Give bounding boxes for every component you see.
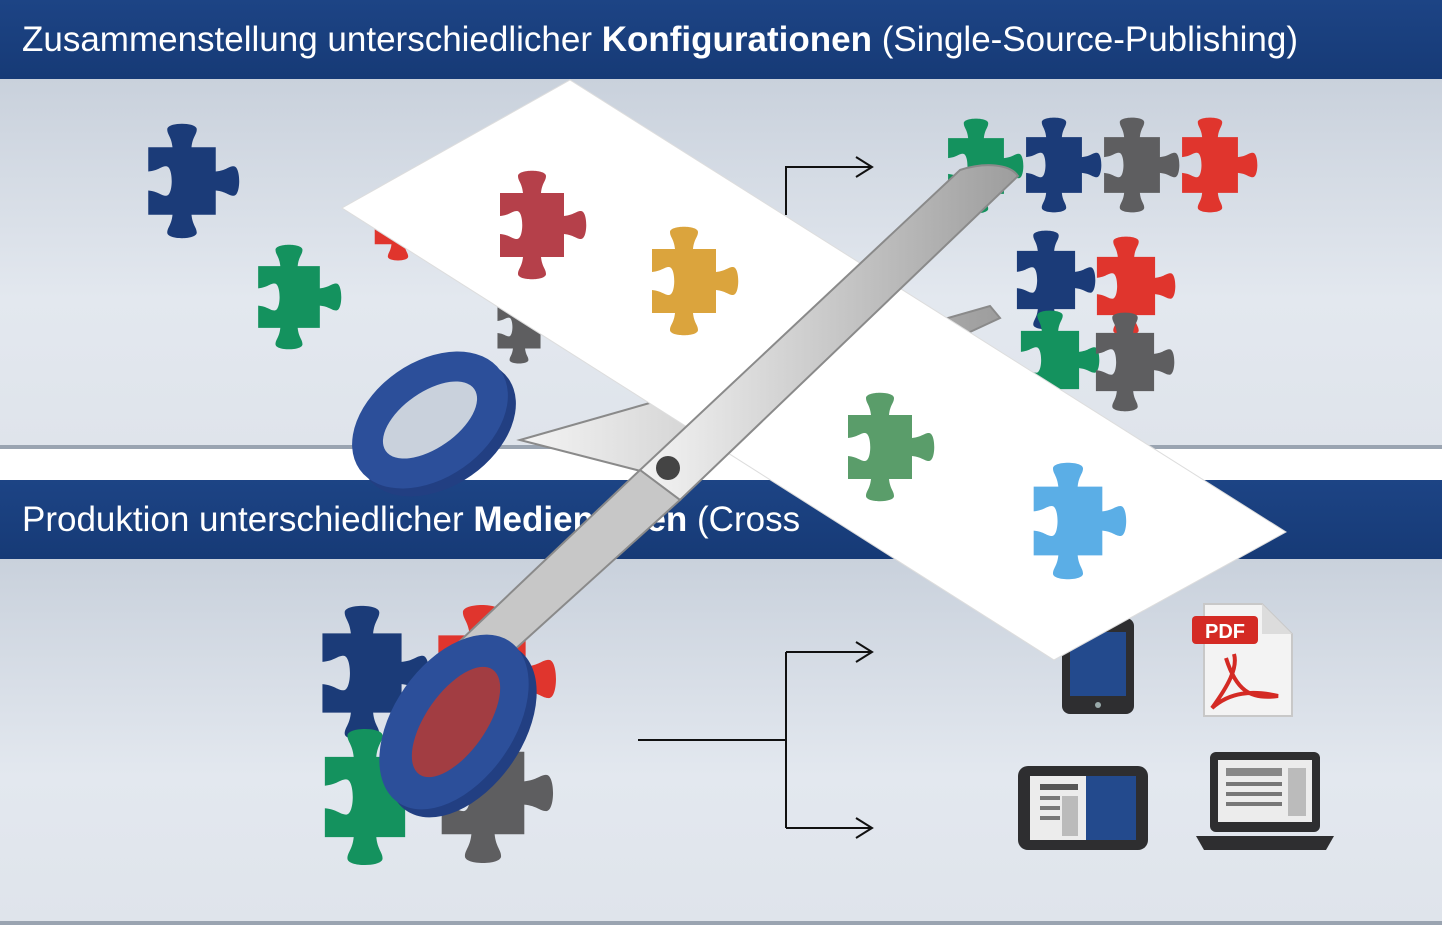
- media-arrows: [638, 641, 874, 839]
- scissors-handle-lower: [379, 634, 537, 818]
- puzzle-piece-red-icon: [1182, 117, 1258, 213]
- banner-top-suffix: (Single-Source-Publishing): [871, 20, 1299, 59]
- scissors-upper-blade: [379, 164, 1020, 818]
- banner-top-bold: Konfigurationen: [601, 20, 872, 59]
- puzzle-piece-green-icon: [258, 244, 342, 350]
- banner-bottom-suffix: (Cross: [687, 500, 801, 539]
- pdf-document-icon: PDF: [1192, 603, 1293, 717]
- puzzle-piece-navy-icon: [148, 123, 240, 239]
- configuration-arrows: [785, 156, 874, 215]
- laptop-icon: [1196, 752, 1334, 850]
- banner-top-prefix: Zusammenstellung unterschiedlicher: [22, 20, 602, 59]
- puzzle-piece-navy-icon: [1026, 117, 1102, 213]
- tablet-icon: [1018, 766, 1148, 850]
- banner-bottom-prefix: Produktion unterschiedlicher: [22, 500, 474, 539]
- single-source-banner: Zusammenstellung unterschiedlicher Konfi…: [0, 0, 1442, 79]
- pdf-label: PDF: [1205, 621, 1245, 643]
- scissors-handle-upper: [352, 351, 516, 497]
- puzzle-piece-gray-icon: [1104, 117, 1180, 213]
